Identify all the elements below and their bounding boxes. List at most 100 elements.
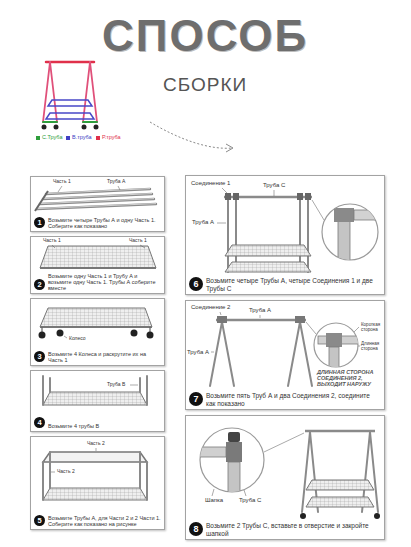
drawing-line (43, 62, 50, 122)
drawing-line (354, 327, 359, 332)
drawing-circle (374, 513, 380, 519)
legend-swatch (96, 136, 100, 140)
drawing-line (312, 200, 324, 220)
drawing-polygon (306, 480, 374, 490)
drawing-line (306, 322, 316, 334)
legend-text: В.труба (72, 134, 92, 140)
drawing-line (300, 322, 312, 386)
tubes-drawing (35, 186, 156, 211)
shelf-wheels-drawing (39, 308, 154, 339)
drawing-line (305, 430, 375, 433)
drawing-line (302, 432, 310, 512)
drawing-rect (233, 193, 239, 200)
drawing-line (83, 121, 97, 123)
drawing-rect (297, 193, 303, 200)
drawing-line (43, 194, 152, 199)
drawing-circle (54, 125, 59, 130)
drawing-g (37, 189, 156, 209)
step-number: 6 (189, 277, 203, 291)
drawing-circle (147, 332, 154, 339)
step-panel: 8Возьмите 2 Трубы С, вставьте в отверсти… (185, 415, 385, 540)
drawing-line (370, 432, 378, 512)
part-label: Часть 1 (128, 238, 148, 244)
drawing-line (49, 452, 51, 488)
step-caption: Возьмите 2 Трубы С, вставьте в отверстие… (206, 522, 381, 537)
drawing-line (43, 121, 57, 123)
drawing-circle (57, 330, 64, 337)
legend-item: Р.труба (96, 134, 121, 140)
final-rack-drawing (196, 428, 380, 519)
drawing-g (43, 452, 147, 500)
part-label: Колесо (68, 336, 87, 342)
drawing-polygon (43, 488, 147, 500)
drawing-line (139, 452, 141, 488)
step-number: 3 (34, 351, 45, 362)
part-label: Труба А (191, 219, 215, 226)
drawing-g (217, 188, 324, 223)
drawing-line (274, 190, 275, 196)
drawing-line (42, 376, 44, 405)
drawing-rect (228, 432, 240, 442)
step-caption: Возьмите одну Часть 1 и Трубу А и возьми… (48, 273, 161, 291)
drawing-line (210, 322, 222, 386)
drawing-line (118, 186, 120, 190)
drawing-line (264, 433, 304, 452)
step-panel: 1Возьмите четыре Трубы А и одну Часть 1.… (30, 176, 165, 232)
drawing-polygon (225, 262, 311, 272)
drawing-line (260, 315, 261, 318)
drawing-g (58, 186, 120, 192)
drawing-line (146, 376, 148, 405)
drawing-rect (196, 447, 226, 457)
step-number: 7 (189, 392, 203, 406)
drawing-polygon (46, 113, 94, 119)
drawing-g (39, 330, 154, 339)
drawing-rect (228, 462, 240, 502)
drawing-g (228, 198, 308, 272)
drawing-line (52, 245, 55, 248)
drawing-g (210, 322, 312, 386)
drawing-line (51, 472, 55, 473)
drawing-line (139, 378, 141, 392)
part-label: Соединение 1 (190, 180, 231, 187)
step-caption: Возьмите Трубы А, для Части 2 и 2 Части … (48, 515, 161, 527)
drawing-line (216, 319, 306, 322)
dashed-arrow (150, 122, 233, 152)
drawing-circle (42, 125, 47, 130)
drawing-circle (39, 332, 46, 339)
drawing-line (46, 189, 150, 194)
drawing-line (140, 245, 145, 248)
legend-item: В.труба (66, 134, 92, 140)
part-label: Труба С (262, 182, 286, 189)
frame-drawing (43, 448, 147, 500)
drawing-g (43, 376, 147, 405)
drawing-line (90, 62, 97, 122)
part-label: Короткая сторона (360, 322, 384, 332)
step-caption: Возьмите четыре Трубы А и одну Часть 1. … (48, 217, 161, 229)
step-number: 8 (189, 522, 203, 536)
drawing-polygon (306, 497, 374, 507)
part-label: Труба В (106, 382, 126, 388)
drawing-g (302, 432, 378, 512)
drawing-line (37, 204, 156, 209)
drawing-line (146, 462, 148, 500)
drawing-circle (131, 330, 138, 337)
drawing-polygon (43, 392, 147, 405)
drawing-line (49, 378, 51, 392)
drawing-line (41, 327, 42, 332)
drawing-polygon (40, 246, 156, 268)
drawing-g (212, 433, 304, 496)
drawing-g (196, 432, 242, 502)
part-label: Соединение 2 (190, 304, 231, 311)
drawing-rect (338, 218, 350, 263)
part-label: Шапка (204, 497, 224, 504)
drawing-g (217, 316, 305, 323)
step-number: 1 (34, 217, 45, 228)
drawing-line (96, 448, 97, 451)
legend-swatch (36, 136, 40, 140)
drawing-circle (82, 125, 87, 130)
part-label: Часть 1 (42, 238, 62, 244)
drawing-polygon (48, 100, 92, 106)
drawing-g (52, 245, 145, 248)
drawing-line (235, 198, 237, 268)
drawing-g (37, 189, 156, 209)
